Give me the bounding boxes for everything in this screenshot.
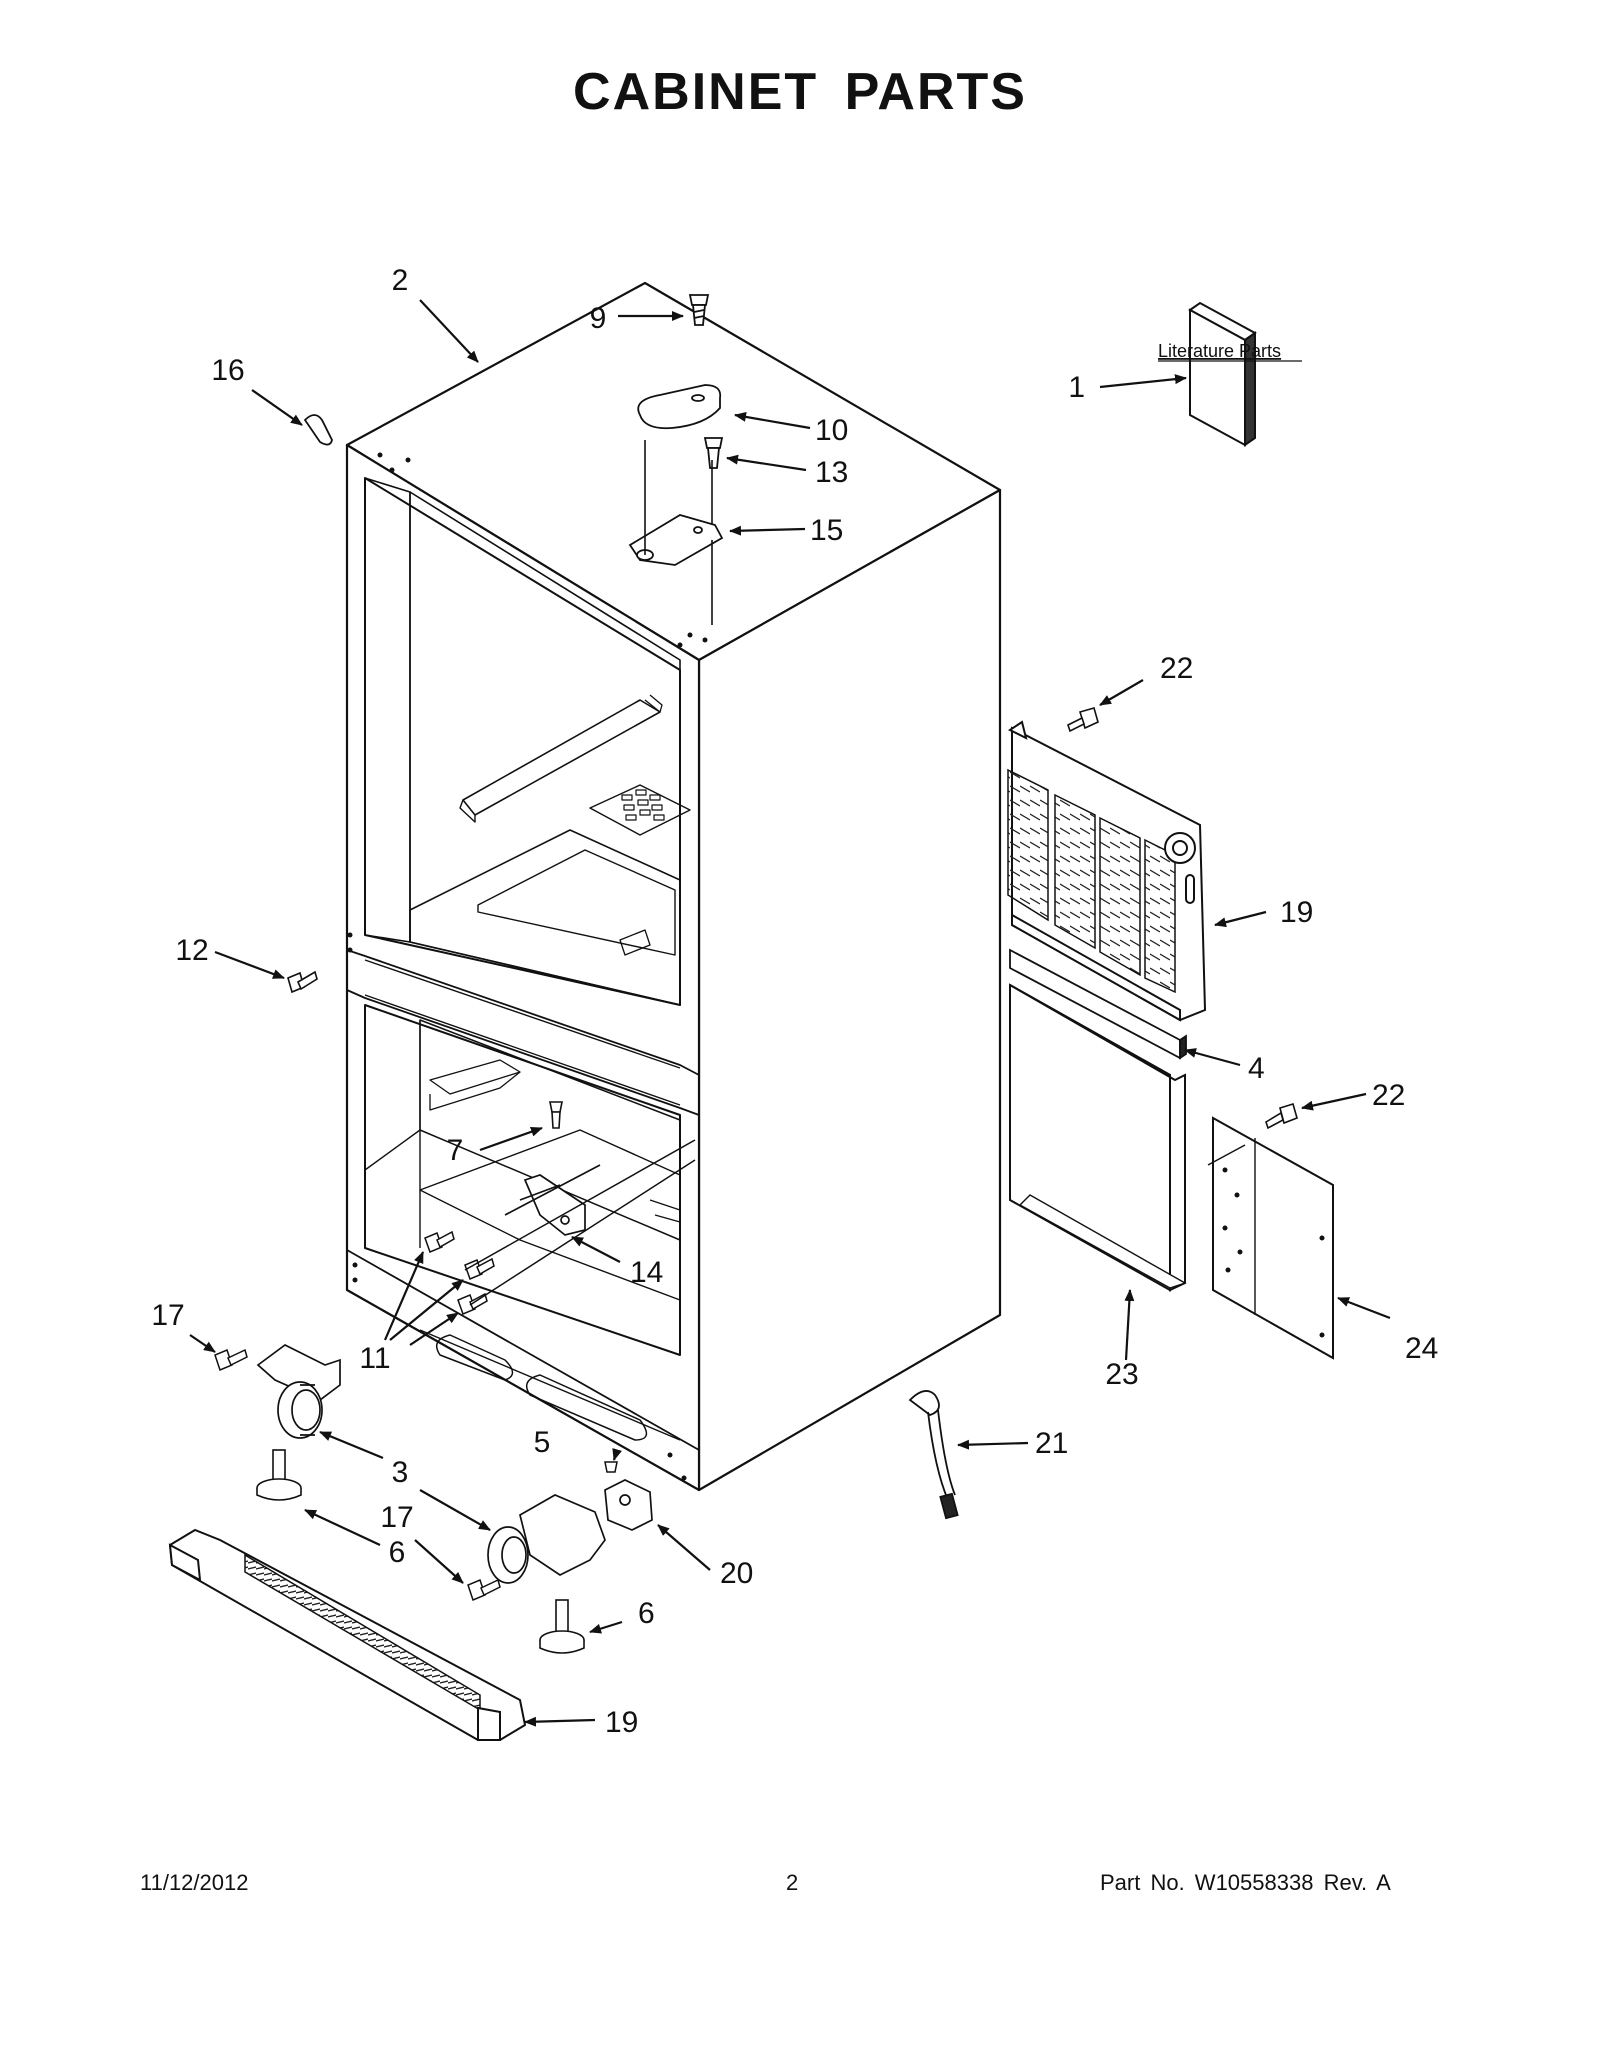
water-tube-21 xyxy=(908,1390,959,1520)
callout: 13 xyxy=(815,456,848,489)
rear-grille-panel xyxy=(1007,720,1207,1022)
callout: 12 xyxy=(175,934,208,967)
page-title: CABINET PARTS xyxy=(573,63,1027,121)
literature-part-booklet xyxy=(1188,301,1257,447)
screw-22-lower xyxy=(1265,1102,1298,1130)
callout: 20 xyxy=(720,1557,753,1590)
hinge-screw-9 xyxy=(688,294,710,326)
bracket-20 xyxy=(604,1479,653,1531)
callout: 11 xyxy=(359,1342,390,1375)
callout: 16 xyxy=(211,354,244,387)
callout: 4 xyxy=(1248,1052,1265,1085)
refrigerator-cabinet xyxy=(345,281,1002,1492)
hinge-cover-10 xyxy=(637,384,722,430)
leader-lines xyxy=(189,299,1391,1727)
callout-labels: 1 2 3 4 5 6 6 7 9 10 11 12 13 14 15 16 1… xyxy=(151,264,1438,1739)
callout: 9 xyxy=(590,302,607,335)
leveling-leg-6-right xyxy=(539,1599,585,1654)
callout: 24 xyxy=(1405,1332,1438,1365)
callout: 19 xyxy=(1280,896,1313,929)
callout: 17 xyxy=(151,1299,184,1332)
rear-roller-left xyxy=(256,1344,341,1439)
callout: 23 xyxy=(1105,1358,1138,1391)
front-roller-right xyxy=(487,1494,606,1584)
screws-11 xyxy=(424,1139,696,1315)
rear-access-panel xyxy=(1009,983,1187,1292)
top-hinge-assembly xyxy=(628,294,724,625)
callout: 1 xyxy=(1068,371,1085,404)
callout: 5 xyxy=(534,1426,551,1459)
callout: 22 xyxy=(1160,652,1193,685)
screw-5 xyxy=(604,1461,618,1473)
callout: 14 xyxy=(630,1256,663,1289)
callout: 21 xyxy=(1035,1427,1068,1460)
callout: 2 xyxy=(392,264,409,297)
footer-part-number: Part No. W10558338 Rev. A xyxy=(1100,1870,1391,1895)
side-panel-24 xyxy=(1207,1116,1334,1360)
callout: 3 xyxy=(392,1456,409,1489)
toe-grille-19 xyxy=(168,1528,527,1741)
screw-7 xyxy=(549,1101,563,1129)
callout: 7 xyxy=(447,1134,464,1167)
clip-16 xyxy=(303,414,333,446)
screw-17-left xyxy=(214,1348,248,1372)
callout: 6 xyxy=(389,1536,406,1569)
callout: 10 xyxy=(815,414,848,447)
screw-22-upper xyxy=(1067,707,1099,733)
callout: 22 xyxy=(1372,1079,1405,1112)
callout: 15 xyxy=(810,514,843,547)
footer-page-number: 2 xyxy=(786,1870,799,1895)
callout: 19 xyxy=(605,1706,638,1739)
hinge-screw-13 xyxy=(703,437,724,469)
footer-date: 11/12/2012 xyxy=(140,1870,249,1895)
screw-17-right xyxy=(467,1578,501,1602)
leveling-leg-6-left xyxy=(256,1449,302,1501)
cabinet-side-face xyxy=(697,488,1002,1492)
callout: 6 xyxy=(638,1597,655,1630)
screw-12 xyxy=(287,970,318,994)
callout: 17 xyxy=(380,1501,413,1534)
literature-parts-label: Literature Parts xyxy=(1158,341,1281,361)
